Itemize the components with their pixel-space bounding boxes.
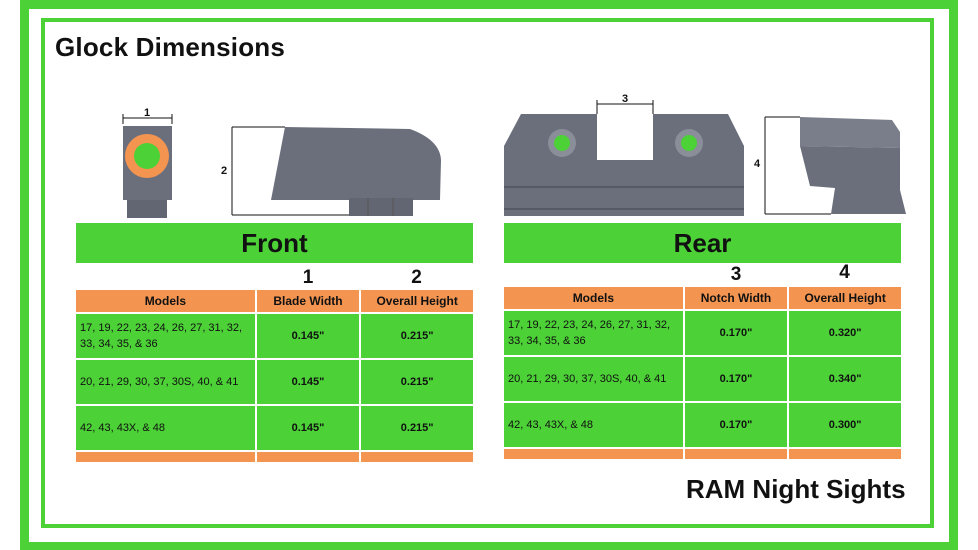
table-row: 17, 19, 22, 23, 24, 26, 27, 31, 32, 33, … xyxy=(76,312,473,358)
rear-dimensions-table: Models Notch Width Overall Height 17, 19… xyxy=(502,287,903,459)
dim-label-3: 3 xyxy=(622,93,628,105)
page-title: Glock Dimensions xyxy=(55,32,286,62)
models-cell: 17, 19, 22, 23, 24, 26, 27, 31, 32, 33, … xyxy=(504,309,683,355)
models-cell: 42, 43, 43X, & 48 xyxy=(504,401,683,447)
overall-height-cell: 0.215" xyxy=(361,312,473,358)
front-section-label: Front xyxy=(76,223,473,263)
overall-height-cell: 0.215" xyxy=(361,404,473,450)
models-cell: 42, 43, 43X, & 48 xyxy=(76,404,255,450)
overall-height-cell: 0.215" xyxy=(361,358,473,404)
dim-label-2: 2 xyxy=(221,165,227,177)
front-sight-side-body xyxy=(271,127,441,200)
front-sight-end-view: 1 xyxy=(122,107,173,218)
footer-cell xyxy=(789,447,901,459)
front-sight-side-view: 2 xyxy=(221,126,441,216)
header-models: Models xyxy=(76,290,255,312)
rear-sight-end-view: 3 xyxy=(504,93,744,216)
table-row: 20, 21, 29, 30, 37, 30S, 40, & 41 0.170"… xyxy=(504,355,901,401)
models-cell: 17, 19, 22, 23, 24, 26, 27, 31, 32, 33, … xyxy=(76,312,255,358)
table-row: 17, 19, 22, 23, 24, 26, 27, 31, 32, 33, … xyxy=(504,309,901,355)
brand-name: RAM Night Sights xyxy=(686,474,906,504)
rear-col-number-4: 4 xyxy=(839,262,850,283)
footer-cell xyxy=(76,450,255,462)
header-blade-width: Blade Width xyxy=(256,290,360,312)
header-overall-height: Overall Height xyxy=(789,287,901,309)
blade-width-cell: 0.145" xyxy=(256,358,360,404)
header-overall-height: Overall Height xyxy=(361,290,473,312)
overall-height-cell: 0.300" xyxy=(789,401,901,447)
notch-width-cell: 0.170" xyxy=(684,309,788,355)
notch-width-cell: 0.170" xyxy=(684,401,788,447)
dim-label-4: 4 xyxy=(754,158,761,170)
front-sight-tritium-icon xyxy=(134,143,160,169)
table-row: 42, 43, 43X, & 48 0.145" 0.215" xyxy=(76,404,473,450)
notch-width-cell: 0.170" xyxy=(684,355,788,401)
rear-dot-right-icon xyxy=(681,135,697,151)
table-footer-row xyxy=(504,447,901,459)
models-cell: 20, 21, 29, 30, 37, 30S, 40, & 41 xyxy=(504,355,683,401)
footer-cell xyxy=(361,450,473,462)
outer-frame xyxy=(20,0,958,550)
rear-sight-side-view: 4 xyxy=(754,116,906,215)
table-row: 20, 21, 29, 30, 37, 30S, 40, & 41 0.145"… xyxy=(76,358,473,404)
blade-width-cell: 0.145" xyxy=(256,404,360,450)
front-sight-base xyxy=(127,196,167,218)
header-notch-width: Notch Width xyxy=(684,287,788,309)
front-dimensions-table: Models Blade Width Overall Height 17, 19… xyxy=(74,290,475,462)
dim-label-1: 1 xyxy=(144,107,150,119)
rear-section-label: Rear xyxy=(504,223,901,263)
front-sight-side-dovetail xyxy=(349,198,413,216)
inner-frame xyxy=(41,18,934,528)
footer-cell xyxy=(256,450,360,462)
models-cell: 20, 21, 29, 30, 37, 30S, 40, & 41 xyxy=(76,358,255,404)
rear-dot-left-icon xyxy=(554,135,570,151)
blade-width-cell: 0.145" xyxy=(256,312,360,358)
overall-height-cell: 0.320" xyxy=(789,309,901,355)
front-col-number-2: 2 xyxy=(411,267,422,288)
table-footer-row xyxy=(76,450,473,462)
header-models: Models xyxy=(504,287,683,309)
table-header-row: Models Blade Width Overall Height xyxy=(76,290,473,312)
rear-sight-body xyxy=(504,114,744,216)
overall-height-cell: 0.340" xyxy=(789,355,901,401)
table-header-row: Models Notch Width Overall Height xyxy=(504,287,901,309)
rear-col-number-3: 3 xyxy=(730,264,742,285)
rear-side-top xyxy=(800,117,900,148)
footer-cell xyxy=(684,447,788,459)
front-col-number-1: 1 xyxy=(302,267,314,288)
table-row: 42, 43, 43X, & 48 0.170" 0.300" xyxy=(504,401,901,447)
footer-cell xyxy=(504,447,683,459)
rear-side-body xyxy=(800,146,906,214)
